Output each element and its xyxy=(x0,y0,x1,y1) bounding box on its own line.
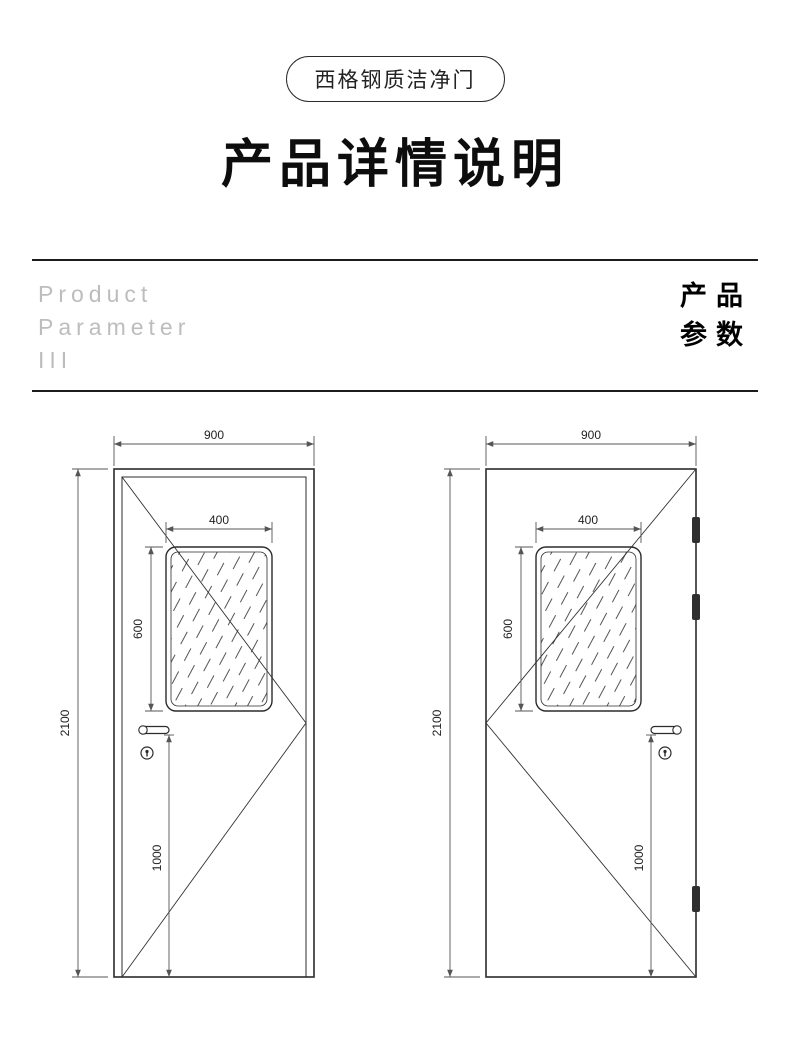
dim-height: 2100 xyxy=(430,709,444,736)
page-title: 产品详情说明 xyxy=(220,136,569,194)
swing-lines xyxy=(121,476,307,978)
badge-row: 西格钢质洁净门 xyxy=(0,56,790,102)
dim-handle-height: 1000 xyxy=(632,844,646,871)
handle-pivot xyxy=(138,725,148,735)
left-door-frame-group xyxy=(113,468,315,978)
dim-width: 900 xyxy=(204,428,224,442)
left-door-hardware xyxy=(138,725,170,760)
window-outer xyxy=(535,546,642,712)
window-outer xyxy=(165,546,273,712)
lock-icon xyxy=(658,746,672,760)
param-label-en: Product Parameter III xyxy=(38,277,190,378)
left-door-window xyxy=(165,546,273,712)
door-leaf xyxy=(121,476,307,978)
dim-handle-height: 1000 xyxy=(150,844,164,871)
swing-lines xyxy=(485,468,697,978)
param-label-zh: 产品 参数 xyxy=(680,277,752,355)
product-series-badge: 西格钢质洁净门 xyxy=(285,56,505,102)
window-glass xyxy=(170,551,268,707)
right-door-diagram: 900 2100 400 600 1000 xyxy=(430,428,700,978)
param-zh-line1: 产品 xyxy=(680,281,752,311)
hinge-icon-bottom xyxy=(692,886,700,913)
hinge-icon-top xyxy=(692,517,700,544)
dim-window-height: 600 xyxy=(131,619,145,639)
door-leaf xyxy=(485,468,697,978)
param-en-line2: Parameter xyxy=(38,314,191,341)
dim-window-width: 400 xyxy=(578,513,598,527)
param-en-line3: III xyxy=(38,347,73,374)
param-en-line1: Product xyxy=(38,281,153,307)
left-door-diagram: 900 2100 400 600 1000 xyxy=(58,428,315,978)
dim-window-width: 400 xyxy=(209,513,229,527)
handle-pivot xyxy=(672,725,682,735)
lock-keyhole xyxy=(663,750,667,754)
lock-icon xyxy=(140,746,154,760)
right-door-window xyxy=(535,546,642,712)
dim-width: 900 xyxy=(581,428,601,442)
left-door-dimensions: 900 2100 400 600 1000 xyxy=(58,428,315,978)
product-parameter-band: Product Parameter III 产品 参数 xyxy=(32,259,758,393)
window-glass xyxy=(540,551,637,707)
lock-keyhole xyxy=(145,750,149,754)
right-door-hardware xyxy=(650,725,682,760)
param-zh-line2: 参数 xyxy=(680,320,752,351)
dim-window-height: 600 xyxy=(501,619,515,639)
right-door-dimensions: 900 2100 400 600 1000 xyxy=(430,428,697,978)
dim-height: 2100 xyxy=(58,709,72,736)
door-drawings: 900 2100 400 600 1000 xyxy=(0,422,790,1002)
hinge-icon-middle xyxy=(692,594,700,621)
hinges xyxy=(692,517,700,913)
door-frame xyxy=(113,468,315,978)
